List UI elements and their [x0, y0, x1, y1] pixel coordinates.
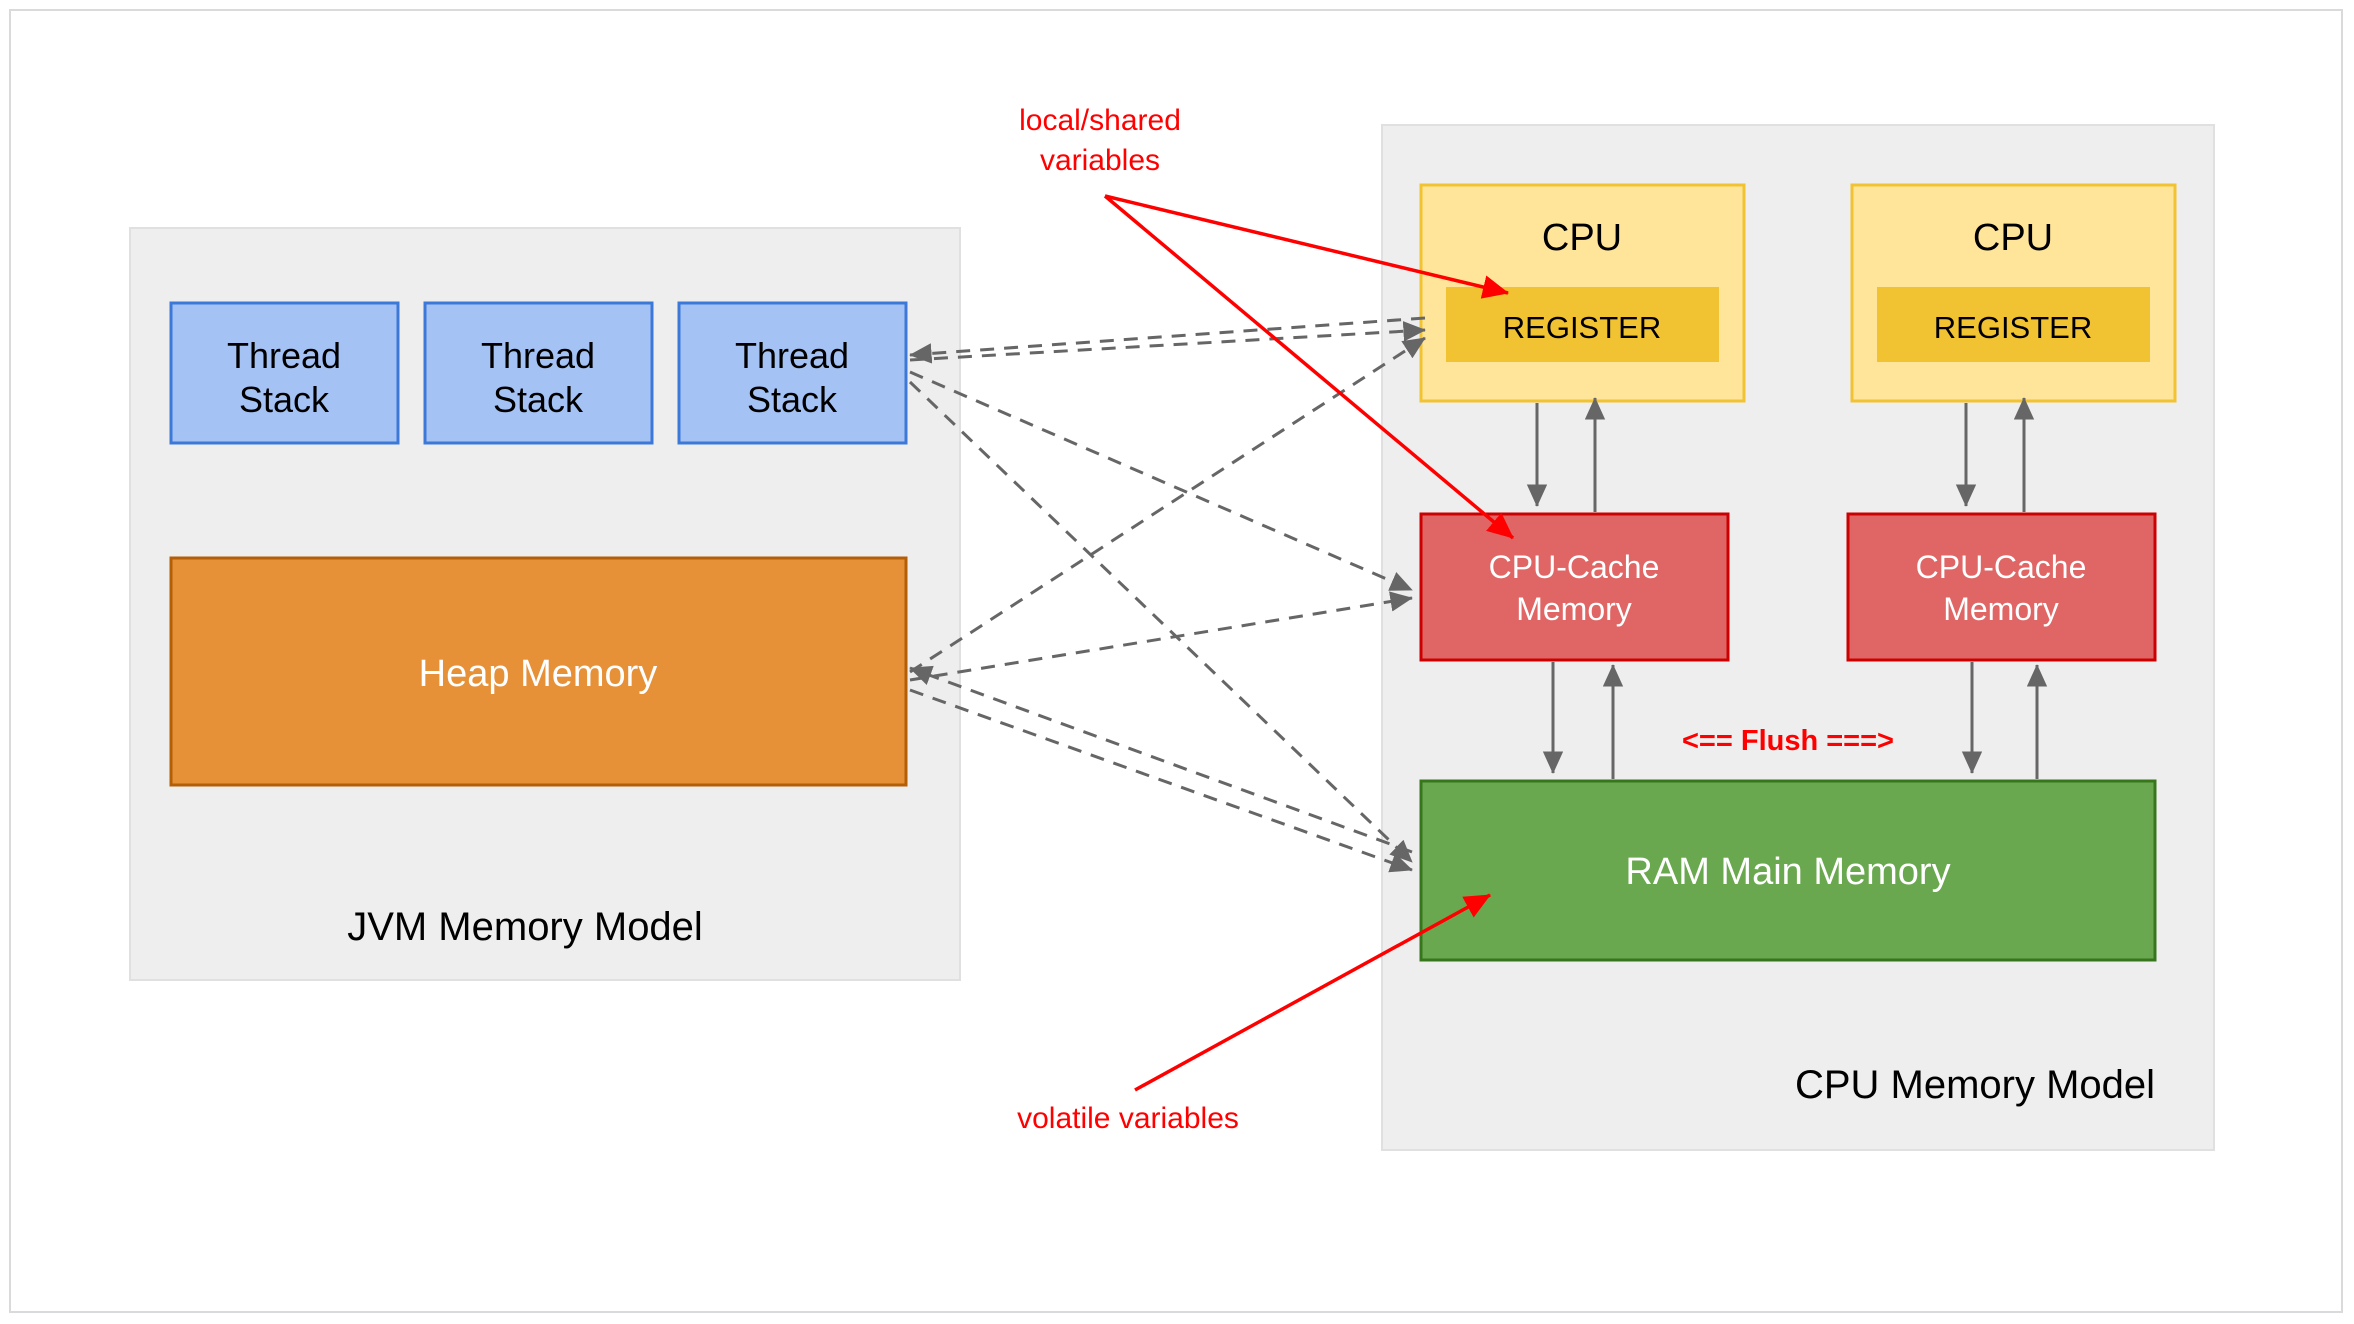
jvm-panel-title: JVM Memory Model [347, 905, 703, 949]
thread-stack-label-3-line2: Stack [747, 379, 838, 420]
dashed-heap-to-ram [909, 688, 1413, 873]
ram-main-memory-box[interactable]: RAM Main Memory [1419, 779, 2157, 962]
annotation-volatile-variables: volatile variables [1017, 893, 1491, 1135]
register-box-2[interactable]: REGISTER [1877, 287, 2150, 362]
cpu-memory-model-panel: CPU REGISTER CPU REGISTER CPU-Cache [1381, 124, 2215, 1151]
connector-cpu2-cache2 [1955, 397, 2035, 512]
red-arrow-to-cpu-cache [1103, 194, 1515, 540]
thread-stack-box-2[interactable]: Thread Stack [423, 301, 654, 445]
register-label-1: REGISTER [1503, 310, 1661, 345]
cpu-cache-label-2-line1: CPU-Cache [1916, 549, 2087, 585]
dashed-threadstack-to-register [909, 321, 1426, 362]
thread-stack-rect-1 [169, 301, 400, 445]
annotation-local-shared-variables: local/shared variables [1019, 104, 1515, 540]
register-box-1[interactable]: REGISTER [1446, 287, 1719, 362]
dashed-threadstack-to-cache [909, 370, 1413, 592]
cpu-label-2: CPU [1973, 217, 2053, 259]
cpu-cache-rect-1 [1419, 512, 1730, 662]
register-rect-2 [1877, 287, 2150, 362]
heap-memory-box[interactable]: Heap Memory [169, 556, 908, 787]
cpu-box-1[interactable]: CPU REGISTER [1419, 183, 1746, 403]
connector-cache1-ram [1542, 662, 1624, 779]
thread-stack-label-2-line2: Stack [493, 379, 584, 420]
register-label-2: REGISTER [1934, 310, 2092, 345]
ram-label: RAM Main Memory [1625, 851, 1950, 893]
jvm-memory-model-panel: Thread Stack Thread Stack Thread Stack H… [129, 227, 961, 981]
thread-stack-box-3[interactable]: Thread Stack [677, 301, 908, 445]
cpu-box-2[interactable]: CPU REGISTER [1850, 183, 2177, 403]
flush-label: <== Flush ===> [1682, 725, 1894, 757]
dashed-register-to-threadstack [909, 316, 1426, 364]
ram-rect [1419, 779, 2157, 962]
thread-stack-label-2-line1: Thread [481, 335, 595, 376]
connector-cache2-ram [1961, 662, 2048, 779]
dashed-threadstack-to-ram [908, 380, 1414, 864]
thread-stack-rect-2 [423, 301, 654, 445]
cpu-panel-title: CPU Memory Model [1795, 1063, 2155, 1107]
cpu-cache-label-2-line2: Memory [1943, 591, 2059, 627]
red-arrow-to-ram [1134, 893, 1491, 1092]
thread-stack-label-1-line1: Thread [227, 335, 341, 376]
local-shared-label-line2: variables [1040, 144, 1160, 177]
thread-stack-rect-3 [677, 301, 908, 445]
cpu-label-1: CPU [1542, 217, 1622, 259]
cpu-cache-box-1[interactable]: CPU-Cache Memory [1419, 512, 1730, 662]
dashed-ram-to-heap [909, 665, 1413, 854]
heap-memory-rect [169, 556, 908, 787]
connector-cpu1-cache1 [1526, 397, 1606, 512]
cpu-cache-label-1-line2: Memory [1516, 591, 1632, 627]
cpu-cache-label-1-line1: CPU-Cache [1489, 549, 1660, 585]
thread-stack-label-1-line2: Stack [239, 379, 330, 420]
local-shared-label-line1: local/shared [1019, 104, 1181, 137]
red-arrow-to-register [1104, 194, 1510, 299]
dashed-heap-to-register [909, 336, 1426, 674]
register-rect-1 [1446, 287, 1719, 362]
cpu-cache-box-2[interactable]: CPU-Cache Memory [1846, 512, 2157, 662]
volatile-label: volatile variables [1017, 1102, 1239, 1135]
thread-stack-label-3-line1: Thread [735, 335, 849, 376]
cpu-cache-rect-2 [1846, 512, 2157, 662]
thread-stack-box-1[interactable]: Thread Stack [169, 301, 400, 445]
heap-memory-label: Heap Memory [419, 653, 658, 695]
dashed-heap-to-cache [909, 591, 1413, 682]
